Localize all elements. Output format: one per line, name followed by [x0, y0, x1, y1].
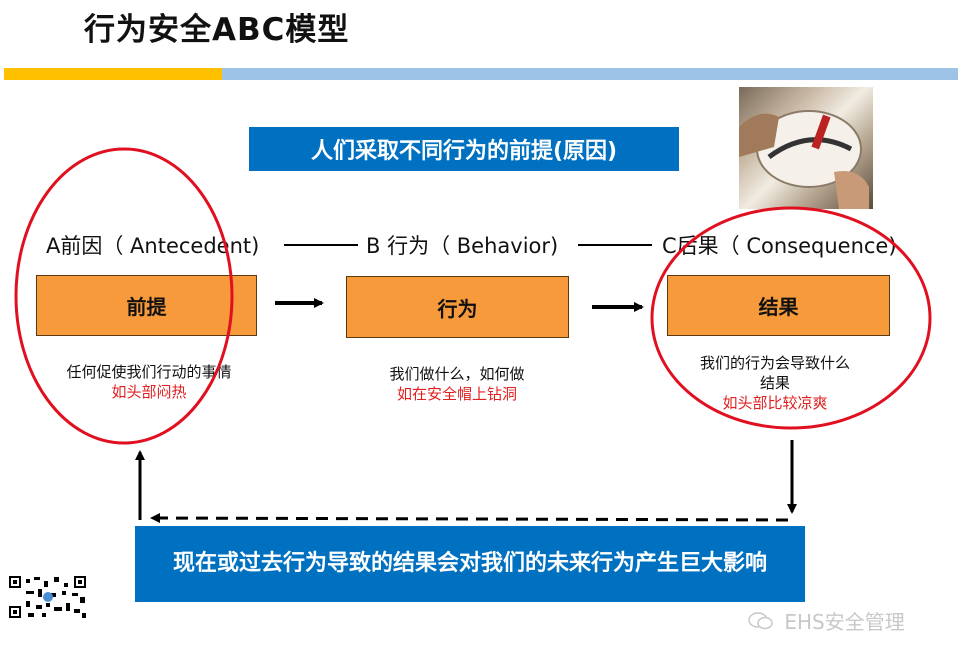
consequence-desc-text-1: 我们的行为会导致什么: [699, 354, 850, 372]
antecedent-desc: 任何促使我们行动的事情 如头部闷热: [38, 362, 260, 402]
consequence-example: 如头部比较凉爽: [722, 394, 828, 412]
consequence-label: C后果（ Consequence): [662, 234, 897, 258]
feedback-banner: 现在或过去行为导致的结果会对我们的未来行为产生巨大影响: [135, 526, 805, 602]
antecedent-desc-text: 任何促使我们行动的事情: [66, 363, 232, 381]
qr-code: [8, 575, 88, 619]
connector-line-ab: [284, 244, 358, 246]
antecedent-highlight-ellipse: [14, 147, 234, 445]
antecedent-banner: 人们采取不同行为的前提(原因): [249, 127, 679, 171]
title-underline-yellow: [4, 68, 222, 80]
behavior-box: 行为: [346, 276, 569, 338]
consequence-highlight-ellipse: [650, 206, 932, 430]
wechat-icon: [748, 611, 774, 636]
title-underline-blue: [222, 68, 958, 80]
antecedent-example: 如头部闷热: [111, 383, 187, 401]
watermark-text: EHS安全管理: [784, 610, 905, 634]
consequence-desc-text-2: 结果: [759, 374, 790, 392]
consequence-box: 结果: [667, 275, 890, 336]
behavior-desc: 我们做什么，如何做 如在安全帽上钻洞: [346, 364, 568, 404]
wechat-watermark: EHS安全管理: [748, 606, 905, 636]
behavior-example: 如在安全帽上钻洞: [396, 385, 517, 403]
antecedent-box: 前提: [36, 275, 257, 336]
consequence-desc: 我们的行为会导致什么 结果 如头部比较凉爽: [664, 353, 886, 413]
helmet-photo: [739, 87, 873, 209]
behavior-desc-text: 我们做什么，如何做: [389, 365, 525, 383]
connector-line-bc: [578, 244, 652, 246]
page-title: 行为安全ABC模型: [84, 12, 350, 48]
behavior-label: B 行为（ Behavior): [366, 234, 559, 258]
feedback-dashed-line: [150, 513, 789, 524]
